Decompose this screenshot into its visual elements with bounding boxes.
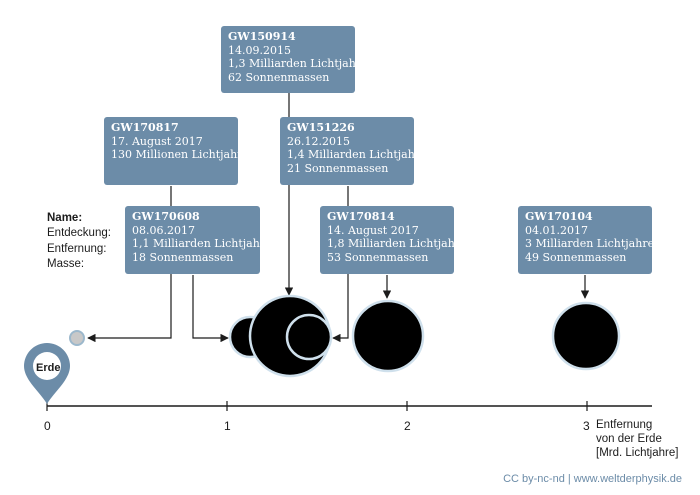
tick-label-3: 3 xyxy=(583,419,590,433)
event-mass: 49 Sonnenmassen xyxy=(525,250,627,264)
event-box-gw170608: GW170608 08.06.2017 1,1 Milliarden Licht… xyxy=(125,206,272,274)
event-date: 17. August 2017 xyxy=(111,134,203,148)
event-date: 14.09.2015 xyxy=(228,43,291,57)
event-distance: 130 Millionen Lichtjahre xyxy=(111,148,249,162)
legend-discovery: Entdeckung: xyxy=(47,227,111,240)
event-name: GW170817 xyxy=(111,121,179,134)
event-date: 08.06.2017 xyxy=(132,223,195,237)
legend-distance: Entfernung: xyxy=(47,242,107,255)
legend-mass: Masse: xyxy=(47,258,85,271)
event-date: 26.12.2015 xyxy=(287,134,350,148)
event-mass: 53 Sonnenmassen xyxy=(327,250,429,264)
event-name: GW170104 xyxy=(525,210,593,223)
field-legend: Name: Entdeckung: Entfernung: Masse: xyxy=(47,211,111,273)
earth-pin-icon xyxy=(24,343,70,404)
event-box-gw151226: GW151226 26.12.2015 1,4 Milliarden Licht… xyxy=(280,117,427,185)
event-mass: 21 Sonnenmassen xyxy=(287,161,389,175)
event-dot-gw170817 xyxy=(69,330,85,346)
event-date: 14. August 2017 xyxy=(327,223,419,237)
event-distance: 1,4 Milliarden Lichtjahre xyxy=(287,148,427,162)
event-name: GW170814 xyxy=(327,210,395,223)
legend-name: Name: xyxy=(47,212,83,224)
event-circle-gw170814 xyxy=(351,299,425,373)
event-name: GW170608 xyxy=(132,210,200,223)
event-circle-gw151226 xyxy=(285,313,333,361)
event-distance: 1,1 Milliarden Lichtjahre xyxy=(132,237,272,251)
axis-title-line3: [Mrd. Lichtjahre] xyxy=(596,447,679,459)
event-distance: 1,8 Milliarden Lichtjahre xyxy=(327,237,467,251)
axis-title-line2: von der Erde xyxy=(596,433,662,445)
event-distance: 3 Milliarden Lichtjahre xyxy=(525,237,655,251)
event-box-gw170814: GW170814 14. August 2017 1,8 Milliarden … xyxy=(320,206,467,274)
event-name: GW150914 xyxy=(228,30,296,43)
earth-label: Erde xyxy=(36,362,61,374)
event-distance: 1,3 Milliarden Lichtjahre xyxy=(228,57,368,71)
event-name: GW151226 xyxy=(287,121,355,134)
event-box-gw170104: GW170104 04.01.2017 3 Milliarden Lichtja… xyxy=(518,206,655,274)
event-date: 04.01.2017 xyxy=(525,223,588,237)
tick-label-2: 2 xyxy=(404,419,411,433)
axis-title-line1: Entfernung xyxy=(596,419,653,431)
event-box-gw150914: GW150914 14.09.2015 1,3 Milliarden Licht… xyxy=(221,26,368,93)
event-box-gw170817: GW170817 17. August 2017 130 Millionen L… xyxy=(104,117,249,185)
event-mass: 62 Sonnenmassen xyxy=(228,70,330,84)
event-mass: 18 Sonnenmassen xyxy=(132,250,234,264)
tick-label-0: 0 xyxy=(44,419,51,433)
connector-gw170608 xyxy=(192,275,229,343)
tick-label-1: 1 xyxy=(224,419,231,433)
credit-line: CC by-nc-nd | www.weltderphysik.de xyxy=(503,473,682,485)
event-circle-gw170104 xyxy=(551,301,621,371)
axis-title: Entfernung von der Erde [Mrd. Lichtjahre… xyxy=(596,418,678,460)
